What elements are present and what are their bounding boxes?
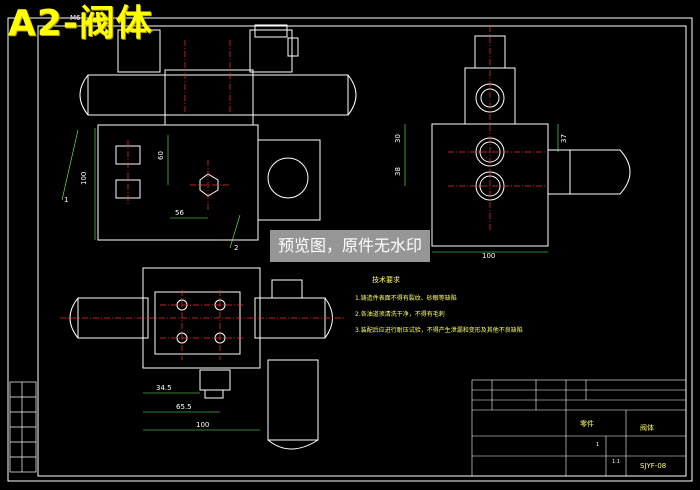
side-dim-100: 100 xyxy=(482,252,495,260)
side-dim-38: 38 xyxy=(394,167,402,176)
drawing-border xyxy=(7,17,693,482)
front-dim-60: 60 xyxy=(157,151,165,160)
side-dim-37: 37 xyxy=(560,134,568,143)
side-view-dims xyxy=(404,124,559,253)
side-strip xyxy=(9,381,37,473)
tb-part-name: 阀体 xyxy=(640,423,654,432)
front-view-dims xyxy=(61,128,241,249)
notes-item-1: 1.铸造件表面不得有裂纹、砂眼等缺陷 xyxy=(355,294,457,302)
top-view-dims xyxy=(143,392,260,431)
top-dim-65-5: 65.5 xyxy=(176,403,192,411)
front-dim-100: 100 xyxy=(80,172,88,185)
side-view xyxy=(431,35,631,247)
tb-quantity: 1 xyxy=(596,442,599,448)
tb-material: 零件 xyxy=(580,419,594,428)
front-view xyxy=(79,24,357,241)
tb-drawing-no: SJYF-08 xyxy=(640,462,666,470)
side-view-centerlines xyxy=(448,26,548,230)
notes-item-3: 3.装配后应进行耐压试验，不得产生泄漏和变形及其他不良缺陷 xyxy=(355,326,523,334)
front-view-centerlines xyxy=(127,40,231,210)
notes-heading: 技术要求 xyxy=(372,275,400,284)
preview-watermark: 预览图，原件无水印 xyxy=(270,230,430,262)
page-title: A2-阀体 xyxy=(8,3,153,44)
top-dim-34-5: 34.5 xyxy=(156,384,172,392)
inner-border xyxy=(37,25,687,477)
side-dim-30: 30 xyxy=(394,134,402,143)
top-view-centerlines xyxy=(60,290,345,360)
title-block xyxy=(471,379,687,477)
notes-item-2: 2.各油道须清洗干净，不得有毛刺 xyxy=(355,310,445,318)
front-top-label: M6 xyxy=(70,14,81,22)
tb-scale: 1:1 xyxy=(612,459,620,465)
top-dim-100: 100 xyxy=(196,421,209,429)
front-leader-1: 1 xyxy=(64,196,68,204)
front-dim-56: 56 xyxy=(175,209,184,217)
front-leader-2: 2 xyxy=(234,244,238,252)
